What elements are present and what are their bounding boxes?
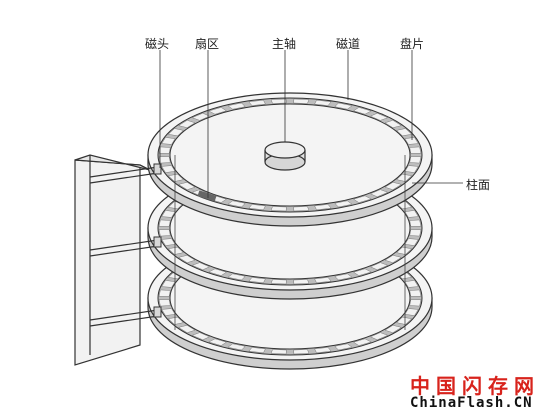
sector-segment	[227, 102, 246, 110]
sector-segment	[161, 308, 176, 316]
sector-segment	[191, 332, 211, 341]
sector-segment	[396, 246, 413, 255]
sector-segment	[353, 268, 372, 276]
read-write-head	[153, 306, 162, 318]
spindle	[264, 141, 306, 171]
sector-segment	[208, 107, 227, 115]
sector-segment	[404, 137, 419, 145]
sector-segment	[270, 349, 287, 355]
sector-segment	[409, 156, 422, 164]
watermark-cn: 中国闪存网	[410, 374, 540, 398]
head-arms	[89, 163, 162, 327]
sector-segment	[334, 200, 353, 208]
cylinder-lines	[174, 155, 406, 330]
sector-segment	[158, 289, 171, 297]
sector-segment	[314, 99, 332, 106]
sector-segment	[227, 273, 246, 281]
sector-segment	[384, 325, 403, 333]
label-spindle: 主轴	[272, 37, 297, 51]
sector-segment	[409, 299, 422, 307]
sector-segment	[158, 219, 171, 227]
label-cylinder: 柱面	[466, 178, 491, 192]
sector-segment	[248, 347, 266, 354]
sector-segment	[227, 200, 246, 208]
sector-segment	[293, 349, 310, 355]
sector-segment	[353, 107, 372, 115]
read-write-head	[153, 236, 162, 248]
sector-segment	[167, 173, 184, 182]
sector-segment	[158, 299, 171, 307]
sector-segment	[161, 165, 176, 173]
sector-segment	[227, 343, 246, 351]
sector-segment	[248, 99, 266, 106]
sector-segment	[314, 347, 332, 354]
head-arm	[89, 245, 159, 257]
sector-segment	[293, 279, 310, 285]
sector-segment	[158, 229, 171, 237]
sector-segment	[158, 156, 171, 164]
sector-segment	[161, 137, 176, 145]
sector-segment	[396, 128, 413, 137]
label-track: 磁道	[336, 37, 361, 51]
head-arm	[89, 315, 159, 327]
sector-segment	[409, 289, 422, 297]
sector-segment	[404, 210, 419, 218]
sector-segment	[248, 204, 266, 211]
sector-segment	[314, 204, 332, 211]
sector-segment	[191, 112, 211, 121]
sector-segment	[177, 182, 196, 190]
sector-segment	[334, 343, 353, 351]
sector-segment	[334, 273, 353, 281]
sector-segment	[158, 146, 171, 154]
sector-segment	[248, 277, 266, 284]
read-write-head	[153, 163, 162, 175]
sector-segment	[409, 146, 422, 154]
sector-segment	[396, 316, 413, 325]
sector-segment	[369, 189, 389, 198]
label-head: 磁头	[145, 37, 170, 51]
sector-segment	[396, 173, 413, 182]
sector-segment	[191, 262, 211, 271]
sector-segment	[369, 112, 389, 121]
head-arm	[89, 239, 159, 251]
sector-segment	[293, 206, 310, 212]
sector-segment	[167, 316, 184, 325]
sector-segment	[177, 255, 196, 263]
sector-segment	[314, 277, 332, 284]
sector-segment	[208, 338, 227, 346]
sector-segment	[208, 268, 227, 276]
sector-segment	[167, 246, 184, 255]
head-arm	[89, 172, 159, 184]
sector-segment	[369, 262, 389, 271]
head-actuator	[74, 154, 151, 366]
sector-segment	[161, 238, 176, 246]
sector-segment	[409, 219, 422, 227]
sector-segment	[177, 120, 196, 128]
sector-segment	[384, 182, 403, 190]
sector-segment	[384, 255, 403, 263]
sector-segment	[369, 332, 389, 341]
sector-segment	[353, 195, 372, 203]
sector-segment	[270, 98, 287, 104]
sector-segment	[353, 338, 372, 346]
head-arm	[89, 166, 159, 178]
sector-segment	[409, 229, 422, 237]
sector-segment	[293, 98, 310, 104]
head-arm	[89, 309, 159, 321]
sector-segment	[270, 206, 287, 212]
label-sector: 扇区	[195, 37, 220, 51]
sector-segment	[177, 325, 196, 333]
sector-segment	[404, 280, 419, 288]
sector-segment	[167, 128, 184, 137]
sector-segment	[334, 102, 353, 110]
sector-segment	[270, 279, 287, 285]
highlighted-sector	[197, 190, 217, 202]
label-platter: 盘片	[400, 37, 425, 51]
sector-segment	[384, 120, 403, 128]
watermark-en: ChinaFlash.CN	[410, 395, 533, 411]
leader-lines	[159, 50, 463, 198]
